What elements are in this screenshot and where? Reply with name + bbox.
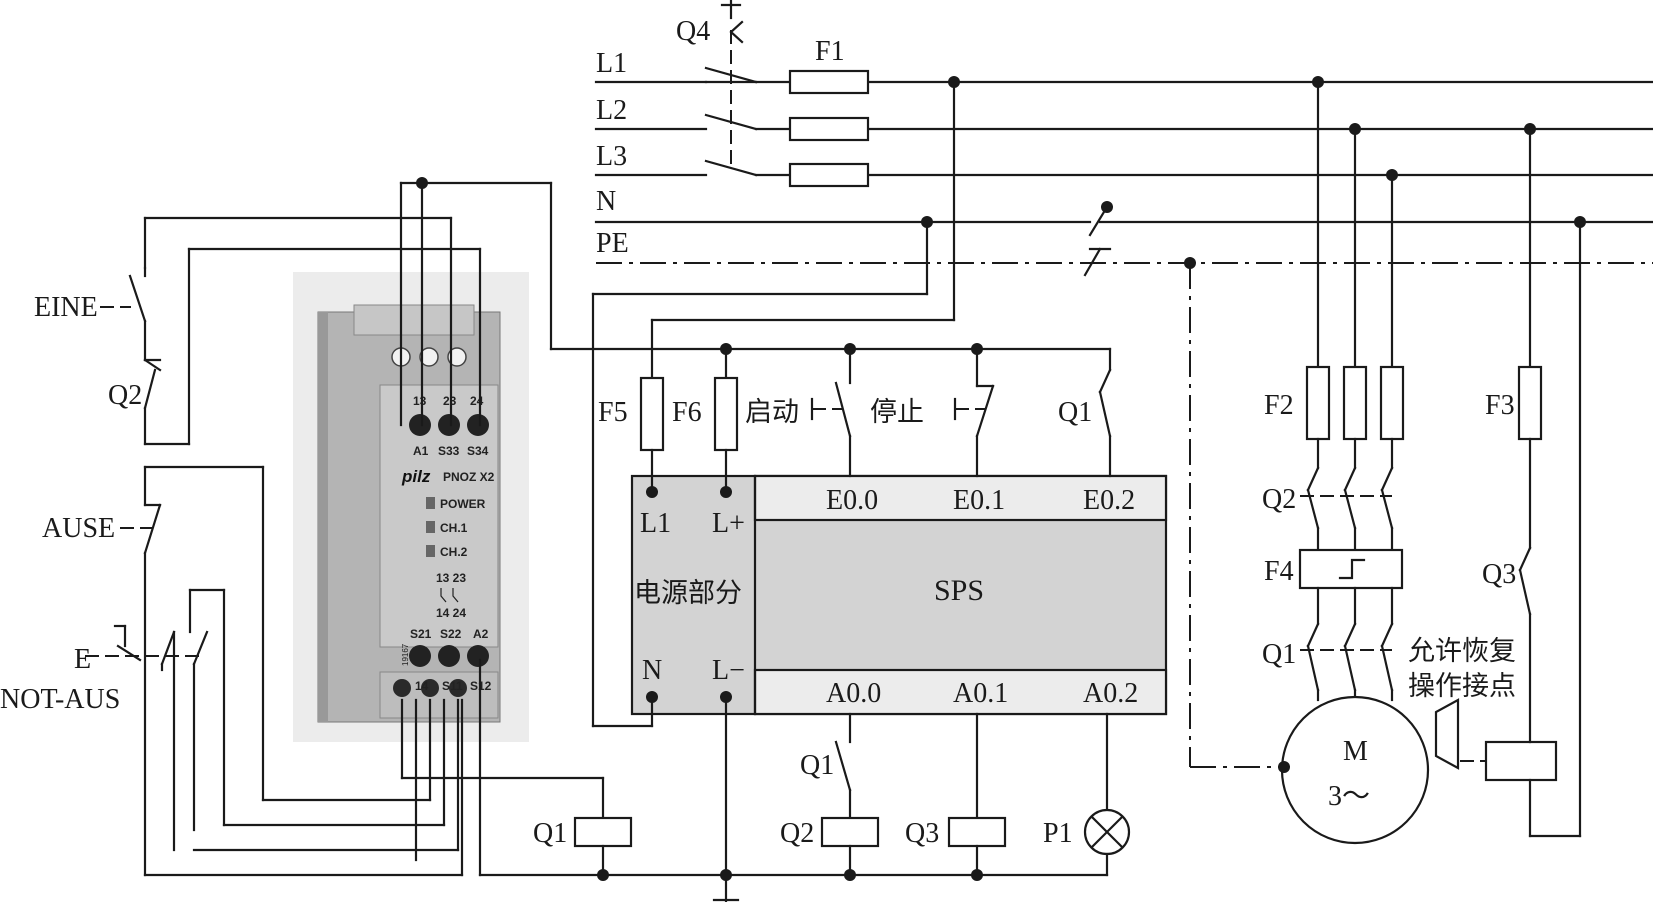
plc-power-section: 电源部分 [634,578,742,609]
label-q1-motor: Q1 [1262,639,1296,670]
relay-top-wiring [143,177,1112,446]
relay-term-24: 24 [470,394,484,408]
relay-term-s33: S33 [438,444,460,458]
label-q3-coil: Q3 [905,818,939,849]
label-q3-motor: Q3 [1482,559,1516,590]
relay-term-s11: S11 [442,679,463,693]
label-ause: AUSE [42,513,115,544]
label-q2-coil: Q2 [780,818,814,849]
plc-power-feed [591,76,960,902]
relay-led-ch2: CH.2 [440,545,468,559]
f1-fuses [788,69,870,188]
label-q2-motor: Q2 [1262,484,1296,515]
relay-term-s34: S34 [467,444,489,458]
label-l1: L1 [596,48,627,79]
relay-contacts-top: 13 23 [436,571,466,585]
relay-term-a2: A2 [473,627,489,641]
label-allow-line1: 允许恢复 [1408,636,1516,667]
label-allow-line2: 操作接点 [1408,671,1516,702]
label-pe: PE [596,228,629,259]
relay-brand: pilz [401,467,431,486]
label-f5: F5 [598,397,628,428]
label-stop: 停止 [870,397,924,428]
label-f2: F2 [1264,390,1294,421]
label-q1-coil: Q1 [533,818,567,849]
motor-m: M [1343,736,1368,767]
plc-output-a02: A0.2 [1083,678,1138,709]
label-f3: F3 [1485,390,1515,421]
plc-output-a00: A0.0 [826,678,881,709]
plc-term-lminus: L− [712,655,745,686]
q4-main-switch [704,0,758,177]
relay-side-code: 19167 [401,643,410,666]
relay-term-s22: S22 [440,627,462,641]
label-f4: F4 [1264,556,1294,587]
relay-led-power: POWER [440,497,486,511]
motor-type: 3～ [1328,781,1370,812]
label-notaus: NOT-AUS [0,684,120,715]
plc-term-n: N [642,655,662,686]
relay-term-s21: S21 [410,627,432,641]
plc-sps [630,474,1168,716]
motor-circuit [1184,76,1586,845]
relay-bottom-wiring [143,658,1109,877]
label-q1-output: Q1 [800,750,834,781]
mains-bus [594,80,1653,264]
plc-output-circuits [573,712,1131,881]
label-l2: L2 [596,95,627,126]
label-eine: EINE [34,292,98,323]
plc-term-lplus: L+ [712,508,745,539]
label-l3: L3 [596,141,627,172]
relay-term-13: 13 [413,394,427,408]
relay-contacts-bot: 14 24 [436,606,466,620]
relay-model: PNOZ X2 [443,470,495,484]
label-q4: Q4 [676,16,710,47]
relay-term-23: 23 [443,394,457,408]
label-start: 启动 [745,397,799,428]
label-f6: F6 [672,397,702,428]
plc-input-contacts [810,343,1112,478]
pnoz-relay-module: 13 23 24 A1 S33 S34 pilz PNOZ X2 POWER C… [293,272,529,742]
relay-led-ch1: CH.1 [440,521,468,535]
label-f1: F1 [815,36,845,67]
plc-term-l1: L1 [640,508,671,539]
n-pe-break [1083,201,1113,277]
plc-input-e01: E0.1 [953,485,1005,516]
relay-term-14: 14 [415,679,429,693]
notaus-switch [85,588,226,852]
eine-switch [100,266,162,446]
plc-input-e00: E0.0 [826,485,878,516]
plc-name: SPS [934,574,984,607]
label-q2-left: Q2 [108,380,142,411]
ause-switch [120,465,265,877]
relay-term-a1: A1 [413,444,429,458]
label-n: N [596,186,616,217]
label-e-prefix: E [74,644,91,675]
label-q1-input: Q1 [1058,397,1092,428]
plc-input-e02: E0.2 [1083,485,1135,516]
label-p1: P1 [1043,818,1073,849]
plc-output-a01: A0.1 [953,678,1008,709]
